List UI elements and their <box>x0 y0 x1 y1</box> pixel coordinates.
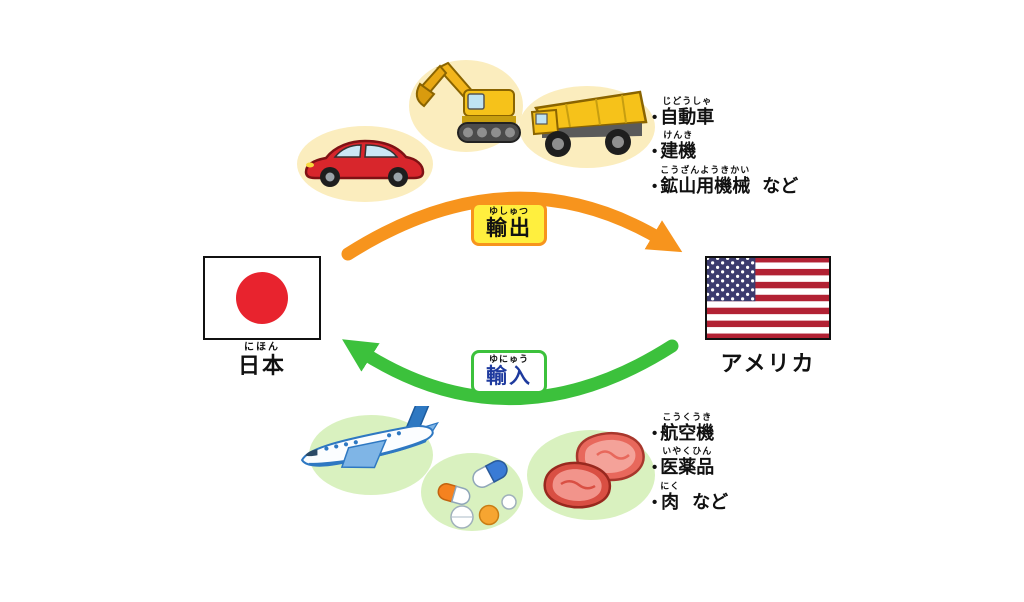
import-goods-item: • こうくうき 航空機 <box>652 412 728 443</box>
export-item-text: 自動車 <box>660 106 715 127</box>
usa-flag <box>705 256 831 340</box>
japan-label-furigana: にほん <box>244 342 280 353</box>
airplane-icon <box>300 406 440 469</box>
export-label: 輸出 <box>486 216 532 240</box>
import-label: 輸入 <box>486 364 532 388</box>
import-label-box: ゆにゅう 輸入 <box>471 350 547 394</box>
export-label-furigana: ゆしゅつ <box>488 206 529 216</box>
export-item-text: 鉱山用機械 <box>660 175 751 196</box>
bullet-icon: • <box>652 493 658 511</box>
excavator-icon <box>415 61 521 143</box>
import-item-furigana: いやくひん <box>662 446 713 457</box>
import-goods-list: • こうくうき 航空機 • いやくひん 医薬品 • にく 肉 など <box>652 412 728 515</box>
bullet-icon: • <box>652 424 658 442</box>
import-item-text: 肉 <box>661 491 680 512</box>
medicine-icon <box>437 460 517 529</box>
bullet-icon: • <box>652 459 658 477</box>
export-item-suffix: など <box>762 175 799 196</box>
export-label-box: ゆしゅつ 輸出 <box>471 202 547 246</box>
import-item-furigana: こうくうき <box>662 412 713 422</box>
japan-flag-sun <box>236 272 288 324</box>
import-label-furigana: ゆにゅう <box>488 354 529 364</box>
export-goods-item: • こうざんようきかい 鉱山用機械 など <box>652 165 798 196</box>
import-item-text: 航空機 <box>660 422 715 443</box>
japan-country-label: にほん 日本 <box>203 342 321 378</box>
dump-truck-icon <box>530 90 648 157</box>
export-goods-item: • けんき 建機 <box>652 130 798 161</box>
usa-label: アメリカ <box>720 351 816 376</box>
export-item-furigana: こうざんようきかい <box>660 164 751 175</box>
import-item-furigana: にく <box>660 480 681 491</box>
japan-label: 日本 <box>237 353 286 378</box>
import-item-text: 医薬品 <box>660 457 715 478</box>
export-item-furigana: けんき <box>663 130 694 141</box>
export-item-furigana: じどうしゃ <box>662 96 713 106</box>
export-item-text: 建機 <box>660 141 697 162</box>
meat-icon <box>543 431 645 509</box>
import-goods-item: • にく 肉 など <box>652 481 728 512</box>
export-goods-item: • じどうしゃ 自動車 <box>652 96 798 127</box>
import-item-suffix: など <box>692 491 729 512</box>
usa-country-label: アメリカ <box>705 351 831 376</box>
bullet-icon: • <box>652 108 658 126</box>
export-goods-list: • じどうしゃ 自動車 • けんき 建機 • こうざんようきかい 鉱山用機械 な… <box>652 96 798 199</box>
export-arrow <box>341 191 683 261</box>
bullet-icon: • <box>652 143 658 161</box>
bullet-icon: • <box>652 177 658 195</box>
import-goods-item: • いやくひん 医薬品 <box>652 446 728 477</box>
japan-flag <box>203 256 321 340</box>
import-arrow <box>342 339 679 406</box>
car-icon <box>304 139 425 187</box>
